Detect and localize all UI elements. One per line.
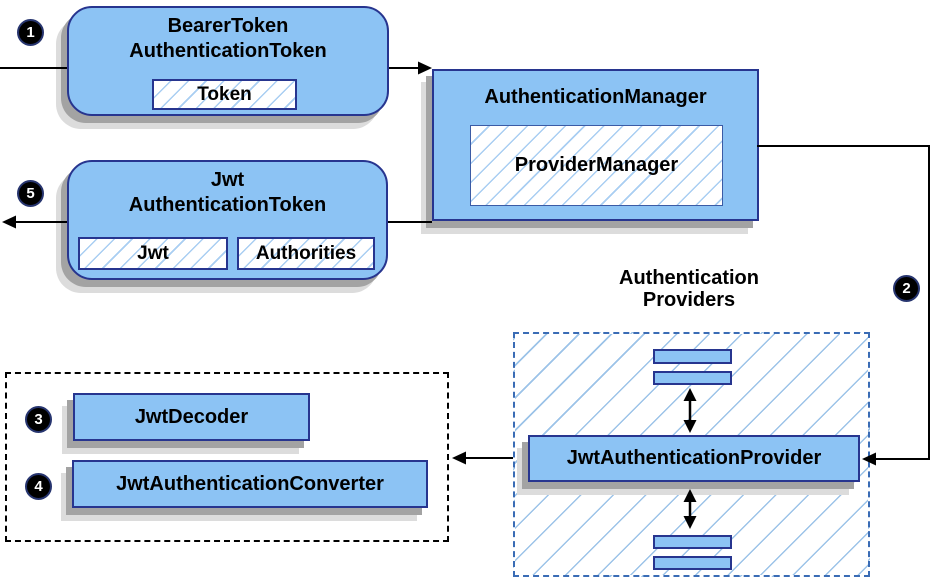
step-1-badge: 1 <box>17 19 44 46</box>
jwt-decoder-group-box: JwtDecoder JwtAuthenticationConverter <box>5 372 449 542</box>
jwt-authentication-provider-node: JwtAuthenticationProvider <box>528 435 860 482</box>
authorities-chip: Authorities <box>237 237 375 270</box>
outgoing-authentication-arrow <box>2 215 67 229</box>
provider-placeholder-rect <box>653 535 732 549</box>
bearer-to-manager-arrow <box>389 61 432 75</box>
jwt-authentication-token-node: Jwt AuthenticationToken Jwt Authorities <box>67 160 388 280</box>
bearer-token-authentication-token-node: BearerToken AuthenticationToken Token <box>67 6 389 116</box>
jwt-decoder-node: JwtDecoder <box>73 393 310 441</box>
token-chip-label: Token <box>197 83 252 105</box>
step-3-badge: 3 <box>25 406 52 433</box>
provider-placeholder-rect <box>653 371 732 385</box>
jwt-chip: Jwt <box>78 237 228 270</box>
jwt-authentication-token-title: Jwt AuthenticationToken <box>69 168 386 218</box>
bearer-token-title-line1: BearerToken <box>167 15 289 37</box>
bearer-token-title: BearerToken AuthenticationToken <box>69 14 387 64</box>
provider-to-decoder-arrow <box>452 451 513 465</box>
authentication-providers-label-line2: Providers <box>642 289 736 311</box>
provider-placeholder-rect <box>653 556 732 570</box>
authentication-manager-node: AuthenticationManager ProviderManager <box>432 69 759 221</box>
provider-manager-label: ProviderManager <box>514 154 679 176</box>
authentication-providers-label-line1: Authentication <box>619 267 759 289</box>
bearer-token-title-line2: AuthenticationToken <box>129 40 327 62</box>
step-2-badge: 2 <box>893 275 920 302</box>
jwt-authentication-provider-label: JwtAuthenticationProvider <box>566 447 822 469</box>
jwt-chip-label: Jwt <box>137 242 169 264</box>
authentication-manager-title: AuthenticationManager <box>484 86 707 108</box>
provider-manager-node: ProviderManager <box>470 125 723 206</box>
token-chip: Token <box>152 79 297 110</box>
step-5-badge: 5 <box>17 180 44 207</box>
authentication-providers-label: Authentication Providers <box>589 267 789 311</box>
step-4-badge: 4 <box>25 473 52 500</box>
authentication-providers-group-box: JwtAuthenticationProvider <box>513 332 870 577</box>
authorities-chip-label: Authorities <box>255 242 357 264</box>
provider-placeholder-rect <box>653 349 732 364</box>
jwt-authentication-token-title-line1: Jwt <box>210 169 245 191</box>
jwt-authentication-converter-node: JwtAuthenticationConverter <box>72 460 428 508</box>
jwt-decoder-label: JwtDecoder <box>134 405 249 428</box>
jwt-authentication-converter-label: JwtAuthenticationConverter <box>116 472 384 495</box>
jwt-authentication-token-title-line2: AuthenticationToken <box>128 194 327 216</box>
